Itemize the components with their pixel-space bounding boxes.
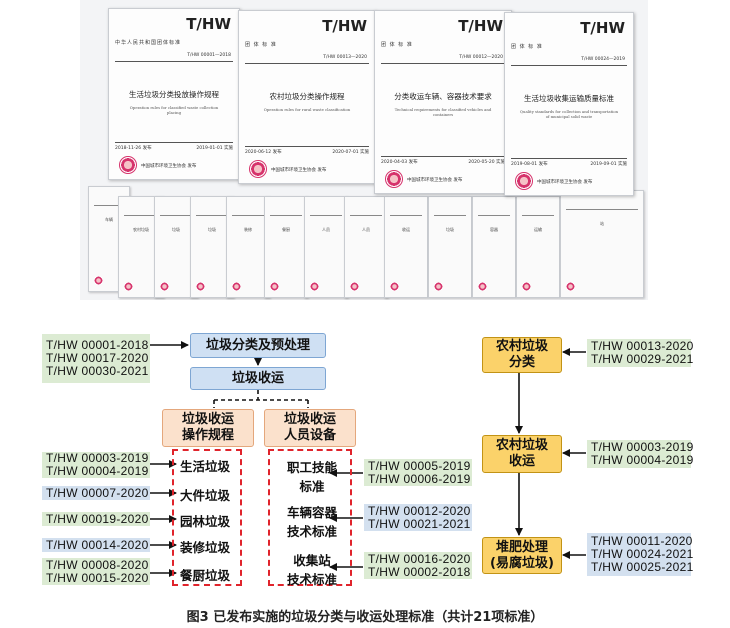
node-personnel-equipment: 垃圾收运人员设备 [264, 409, 356, 447]
standard-code: T/HW 00017-2020 [46, 351, 149, 365]
category-bulky-waste: 大件垃圾 [180, 488, 231, 503]
standard-code: T/HW 00019-2020 [42, 512, 150, 526]
standard-code: T/HW 00013-2020 [591, 339, 694, 353]
standard-cover: T/HW 团 体 标 准 T/HW 00013—2020 农村垃圾分类操作规程 … [238, 10, 376, 184]
codes-living: T/HW 00003-2019 T/HW 00004-2019 [42, 452, 150, 478]
category-garden-waste: 园林垃圾 [180, 514, 231, 529]
codes-preprocess: T/HW 00001-2018 T/HW 00017-2020 T/HW 000… [42, 334, 150, 383]
mini-booklet: 运输 [516, 196, 560, 298]
standard-code: T/HW 00008-2020 [46, 557, 149, 572]
node-collection-transport: 垃圾收运 [190, 367, 326, 390]
standard-code: T/HW 00015-2020 [46, 570, 149, 585]
mini-booklet: 装修 [226, 196, 270, 298]
standard-code: T/HW 00007-2020 [42, 486, 150, 500]
mini-booklet: 收运 [384, 196, 428, 298]
mini-booklet: 人员 [304, 196, 348, 298]
standard-code: T/HW 00001-2018 [46, 338, 149, 352]
standard-code: T/HW 00011-2020 [591, 534, 693, 548]
mini-booklet: 餐厨 [264, 196, 308, 298]
figure-caption: 图3 已发布实施的垃圾分类与收运处理标准（共计21项标准） [186, 610, 544, 625]
standard-code: T/HW 00004-2019 [591, 453, 694, 467]
category-decoration-waste: 装修垃圾 [180, 540, 231, 555]
node-rural-classification: 农村垃圾分类 [482, 337, 562, 373]
standard-code: T/HW 00006-2019 [368, 471, 471, 486]
standard-code: T/HW 00030-2021 [46, 364, 149, 378]
codes-rural-classification: T/HW 00013-2020 T/HW 00029-2021 [587, 339, 694, 367]
node-operation-rules: 垃圾收运操作规程 [162, 409, 254, 447]
codes-station: T/HW 00016-2020 T/HW 00002-2018 [364, 552, 472, 579]
standard-code: T/HW 00005-2019 [368, 458, 471, 473]
category-living-waste: 生活垃圾 [180, 459, 231, 474]
standard-cover: T/HW 团 体 标 准 T/HW 00012—2020 分类收运车辆、容器技术… [374, 10, 512, 194]
standard-code: T/HW 00024-2021 [591, 547, 694, 561]
mini-booklet: 人员 [344, 196, 388, 298]
mini-booklet: 垃圾 [428, 196, 472, 298]
standard-code: T/HW 00025-2021 [591, 560, 694, 574]
codes-kitchen: T/HW 00008-2020 T/HW 00015-2020 [42, 558, 150, 585]
association-seal-icon [119, 156, 137, 174]
standards-photo: 车辆 农村垃圾 垃圾 垃圾 装修 餐厨 人员 人员 收运 垃圾 容器 运输 站 … [80, 0, 648, 300]
standard-code: T/HW 00016-2020 [368, 551, 471, 566]
category-staff-skill: 职工技能标准 [286, 460, 337, 494]
category-collection-station: 收集站技术标准 [286, 553, 337, 587]
personnel-equipment-group [268, 449, 352, 586]
standard-code: T/HW 00014-2020 [42, 538, 150, 552]
codes-composting: T/HW 00011-2020 T/HW 00024-2021 T/HW 000… [587, 533, 694, 576]
codes-vehicle: T/HW 00012-2020 T/HW 00021-2021 [364, 504, 472, 531]
standard-cover: T/HW 中华人民共和国团体标准 T/HW 00001—2018 生活垃圾分类投… [108, 8, 240, 180]
standard-cover: T/HW 团 体 标 准 T/HW 00024—2019 生活垃圾收集运输质量标… [504, 12, 634, 196]
category-kitchen-waste: 餐厨垃圾 [180, 568, 231, 583]
node-rural-collection: 农村垃圾收运 [482, 435, 562, 473]
standard-code: T/HW 00002-2018 [368, 564, 471, 579]
standard-code: T/HW 00004-2019 [46, 464, 149, 478]
standard-code: T/HW 00003-2019 [46, 451, 149, 465]
codes-skill: T/HW 00005-2019 T/HW 00006-2019 [364, 459, 472, 486]
standard-code: T/HW 00003-2019 [591, 440, 694, 454]
association-seal-icon [515, 172, 533, 190]
node-classify-preprocess: 垃圾分类及预处理 [190, 333, 326, 358]
standard-code: T/HW 00029-2021 [591, 352, 694, 366]
association-seal-icon [249, 160, 267, 178]
category-vehicle-container: 车辆容器技术标准 [286, 505, 337, 539]
codes-rural-collection: T/HW 00003-2019 T/HW 00004-2019 [587, 440, 694, 468]
operation-rules-group [172, 449, 242, 586]
standard-code: T/HW 00021-2021 [368, 516, 471, 531]
node-composting: 堆肥处理(易腐垃圾) [482, 537, 562, 574]
mini-booklet: 容器 [472, 196, 516, 298]
association-seal-icon [385, 170, 403, 188]
standard-code: T/HW 00012-2020 [368, 503, 471, 518]
